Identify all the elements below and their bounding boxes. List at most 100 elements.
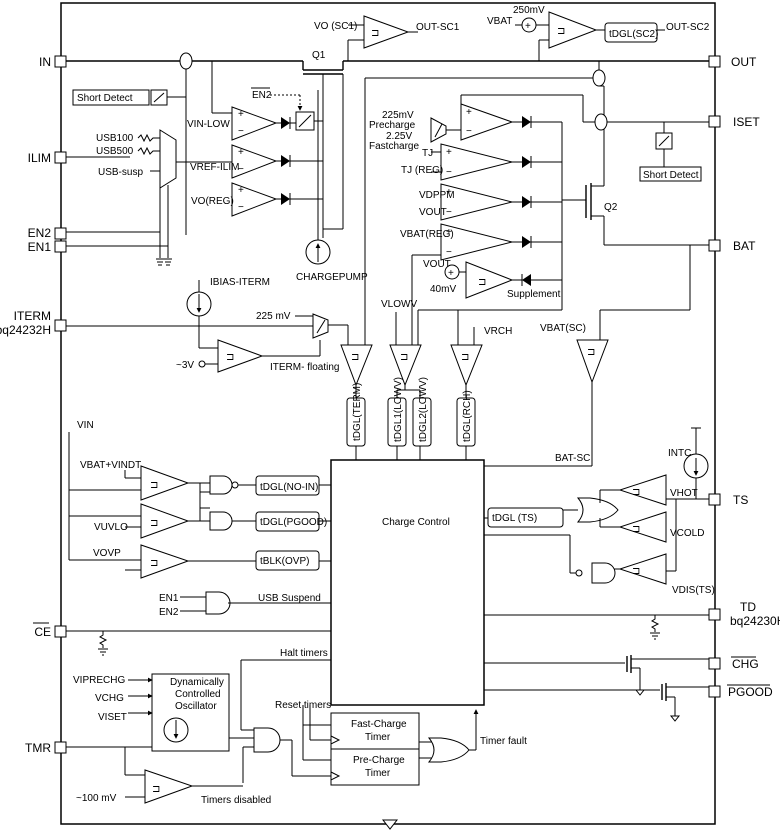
iset-sense [460, 94, 709, 131]
pin-tmr[interactable]: TMR [25, 741, 67, 755]
svg-text:tDGL (TS): tDGL (TS) [492, 513, 537, 524]
iterm-floating-comparator: ⊐ ~3V ITERM- floating [176, 326, 339, 373]
svg-text:USB100: USB100 [96, 133, 134, 144]
svg-text:tDGL(NO-IN): tDGL(NO-IN) [260, 482, 318, 493]
ground-pad-symbol [381, 819, 399, 830]
ce-line [66, 630, 331, 656]
svg-text:225 mV: 225 mV [256, 311, 291, 322]
pin-en1[interactable]: EN1 [28, 240, 67, 254]
svg-text:+: + [466, 107, 472, 118]
pre-charge-timer: Pre-Charge Timer Reset timers [275, 700, 420, 786]
chg-transistor [484, 655, 709, 696]
svg-text:−: − [446, 207, 452, 218]
comparator-uvlo: VUVLO ⊐ tDGL(PGOOD) [94, 483, 331, 539]
pin-bat[interactable]: BAT [708, 239, 756, 253]
vin-rail: VIN [68, 420, 141, 561]
pin-en2[interactable]: EN2 [28, 226, 67, 240]
svg-text:⊐: ⊐ [150, 480, 158, 491]
svg-text:Pre-Charge: Pre-Charge [353, 755, 405, 766]
iterm-mux: 225 mV [256, 311, 349, 345]
svg-text:tBLK(OVP): tBLK(OVP) [260, 556, 309, 567]
svg-text:VDPPM: VDPPM [419, 190, 455, 201]
iterm-part-note: bq24232H [0, 323, 51, 337]
pin-in[interactable]: IN [39, 55, 67, 69]
svg-text:VISET: VISET [98, 712, 127, 723]
svg-text:⊐: ⊐ [150, 558, 158, 569]
svg-text:VO (SC1): VO (SC1) [314, 21, 357, 32]
svg-text:+: + [238, 109, 244, 120]
svg-text:−: − [446, 167, 452, 178]
svg-text:OUT-SC1: OUT-SC1 [416, 22, 460, 33]
svg-text:VBAT: VBAT [487, 16, 512, 27]
svg-text:Dynamically: Dynamically [170, 677, 224, 688]
svg-text:VDIS(TS): VDIS(TS) [672, 585, 715, 596]
svg-text:⊐: ⊐ [478, 277, 486, 288]
pin-chg[interactable]: CHG [708, 656, 759, 671]
comparator-term: ⊐ tDGL(TERM) [340, 344, 373, 460]
comparator-bat-sc: ⊐ VBAT(SC) BAT-SC [484, 245, 691, 467]
svg-text:tDGL(PGOOD): tDGL(PGOOD) [260, 517, 327, 528]
svg-text:~100 mV: ~100 mV [76, 793, 117, 804]
comparator-hot: ⊐ VHOT [618, 474, 698, 506]
pin-ts[interactable]: TS [708, 493, 748, 507]
svg-text:TJ (REG): TJ (REG) [401, 165, 443, 176]
svg-text:tDGL2(LOWV): tDGL2(LOWV) [418, 377, 429, 442]
amp-iset: +− [446, 103, 562, 141]
svg-text:⊐: ⊐ [351, 352, 359, 363]
svg-text:Short Detect: Short Detect [643, 170, 699, 181]
svg-text:VCHG: VCHG [95, 693, 124, 704]
svg-text:Supplement: Supplement [507, 289, 561, 300]
svg-text:Timers disabled: Timers disabled [201, 795, 271, 806]
svg-text:⊐: ⊐ [152, 784, 160, 795]
svg-text:225mV: 225mV [382, 110, 414, 121]
svg-text:⊐: ⊐ [150, 518, 158, 529]
svg-text:TJ: TJ [422, 148, 433, 159]
short-detect-input: Short Detect [72, 69, 187, 235]
svg-text:Reset timers: Reset timers [275, 700, 331, 711]
charge-control-block: Charge Control [330, 459, 485, 706]
svg-text:VHOT: VHOT [670, 488, 698, 499]
svg-text:2.25V: 2.25V [386, 131, 412, 142]
svg-text:EN1: EN1 [28, 240, 52, 254]
dis-ts-nand-gate [484, 534, 620, 584]
svg-text:EN2: EN2 [252, 90, 272, 101]
en2-switch: EN2 [251, 87, 324, 238]
svg-text:−: − [238, 126, 244, 137]
pin-iterm[interactable]: ITERM bq24232H [0, 309, 67, 337]
comparator-out-sc2: + ⊐ 250mV VBAT tDGL(SC2) OUT-SC2 [487, 5, 710, 61]
short-detect-iset: Short Detect [639, 122, 702, 182]
svg-text:EN2: EN2 [159, 607, 179, 618]
main-power-path [66, 52, 709, 87]
comparator-out-sc1: ⊐ VO (SC1) OUT-SC1 [314, 15, 460, 61]
pin-iset[interactable]: ISET [708, 115, 760, 129]
svg-text:VUVLO: VUVLO [94, 522, 128, 533]
pin-td[interactable]: TD bq24230H [708, 600, 780, 628]
pin-out[interactable]: OUT [708, 55, 757, 69]
amp-dppm: +− VDPPM VOUT [419, 183, 562, 221]
svg-text:tDGL1(LOWV): tDGL1(LOWV) [393, 377, 404, 442]
ground-icon [156, 258, 172, 266]
svg-text:Oscillator: Oscillator [175, 701, 217, 712]
pin-pgood[interactable]: PGOOD [708, 684, 773, 699]
svg-text:BAT: BAT [733, 239, 756, 253]
svg-text:+: + [446, 147, 452, 158]
amp-vin-low: + − VIN-LOW [187, 61, 296, 141]
svg-text:Halt timers: Halt timers [280, 648, 328, 659]
svg-text:VO(REG): VO(REG) [191, 196, 234, 207]
svg-text:+: + [446, 187, 452, 198]
ts-or-gate: tDGL (TS) [484, 489, 620, 528]
amp-vo-reg: +− VO(REG) [191, 182, 323, 217]
svg-text:VIN-LOW: VIN-LOW [187, 119, 230, 130]
svg-text:IN: IN [39, 55, 51, 69]
svg-text:250mV: 250mV [513, 5, 545, 16]
pin-ilim[interactable]: ILIM [28, 151, 67, 165]
svg-text:VBAT(SC): VBAT(SC) [540, 323, 586, 334]
svg-text:PGOOD: PGOOD [728, 685, 773, 699]
svg-text:⊐: ⊐ [461, 352, 469, 363]
precharge-selector: 225mV Precharge 2.25V Fastcharge [369, 110, 447, 152]
svg-text:VBAT+VINDT: VBAT+VINDT [80, 460, 141, 471]
svg-text:−: − [446, 247, 452, 258]
td-line [484, 614, 709, 640]
q1-mosfet: Q1 [302, 50, 344, 90]
svg-text:EN2: EN2 [28, 226, 52, 240]
